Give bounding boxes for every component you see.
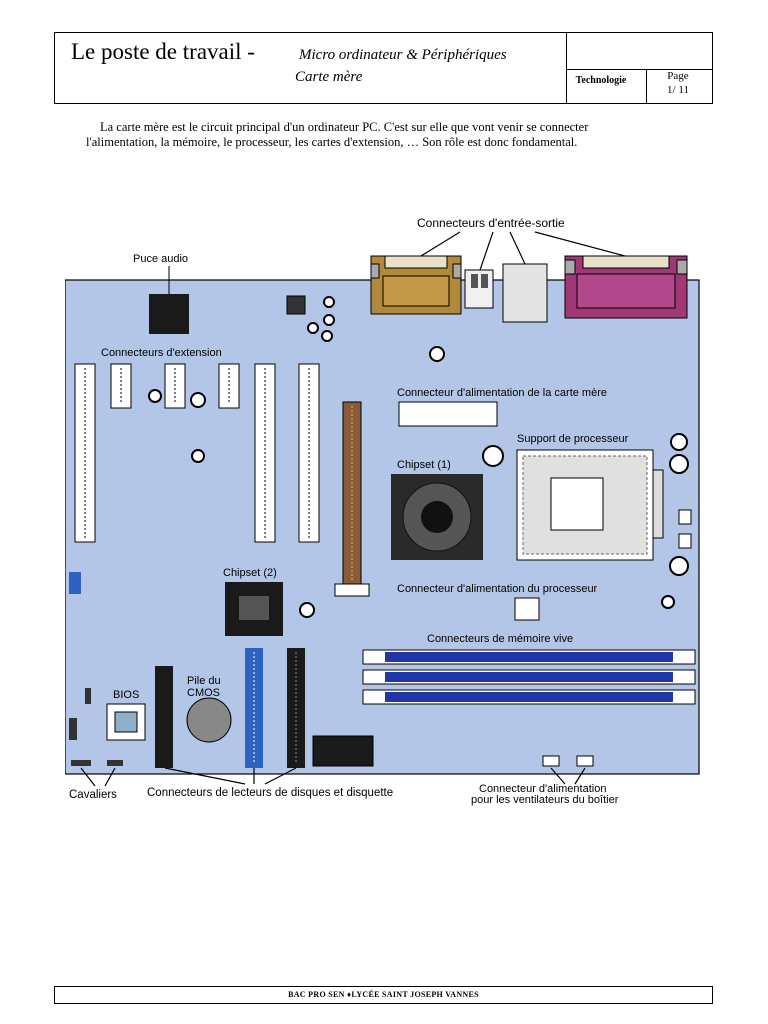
page-label: Page <box>667 70 689 82</box>
agp-slot-latch <box>334 583 370 597</box>
document-title: Le poste de travail - <box>71 39 255 64</box>
fan-header <box>678 533 692 549</box>
motherboard-diagram: Connecteurs d'entrée-sortie Puce audio C… <box>65 216 700 806</box>
drive-connectors-label: Connecteurs de lecteurs de disques et di… <box>147 787 393 799</box>
case-fan-header <box>576 755 594 767</box>
chipset2-label: Chipset (2) <box>223 567 277 579</box>
agp-slot <box>342 401 362 585</box>
footer: BAC PRO SEN ♦LYCÉE SAINT JOSEPH VANNES <box>54 986 713 1004</box>
cmos-label-2: CMOS <box>187 687 220 699</box>
io-connectors-label: Connecteurs d'entrée-sortie <box>417 216 565 230</box>
audio-chip-label: Puce audio <box>133 253 188 265</box>
parallel-port <box>564 255 688 319</box>
usb-port <box>464 269 494 309</box>
board-power-connector <box>398 401 498 427</box>
chipset1-label: Chipset (1) <box>397 459 451 471</box>
chipset2-die <box>239 596 269 620</box>
audio-chip <box>149 294 189 334</box>
io-leader-lines <box>420 231 626 271</box>
jumper <box>69 718 77 740</box>
jumper <box>71 760 91 766</box>
fan-header <box>678 509 692 525</box>
serial-port <box>370 255 462 315</box>
header-divider <box>566 33 567 103</box>
header-divider <box>567 69 712 70</box>
bios-label: BIOS <box>113 689 139 701</box>
case-fan-header <box>542 755 560 767</box>
cmos-label-1: Pile du <box>187 675 221 687</box>
document-subtitle: Micro ordinateur & Périphériques <box>299 47 507 63</box>
cpu-socket-label: Support de processeur <box>517 433 629 445</box>
intro-paragraph: La carte mère est le circuit principal d… <box>86 120 686 150</box>
drive-connectors <box>155 648 374 768</box>
memory-slots <box>362 649 696 705</box>
cpu-socket-center <box>550 477 604 531</box>
network-port <box>502 263 548 323</box>
page-number: 1/ 11 <box>667 84 689 96</box>
header-box: Le poste de travail - Micro ordinateur &… <box>54 32 713 104</box>
intro-line: La carte mère est le circuit principal d… <box>100 120 589 134</box>
subject-label: Technologie <box>575 75 627 86</box>
slot-pins <box>84 368 310 538</box>
case-fan-label-1: Connecteur d'alimentation <box>479 783 606 795</box>
page-indicator: Page 1/ 11 <box>653 69 703 97</box>
header-divider <box>646 69 647 103</box>
mounting-holes <box>148 296 689 618</box>
cmos-battery <box>186 697 232 743</box>
document-topic: Carte mère <box>295 69 363 85</box>
jumper <box>107 760 123 766</box>
intro-line: l'alimentation, la mémoire, le processeu… <box>86 135 578 149</box>
small-chip <box>286 295 306 315</box>
jumpers-label: Cavaliers <box>69 789 117 801</box>
cpu-power-connector <box>514 597 540 621</box>
memory-slots-label: Connecteurs de mémoire vive <box>427 633 573 645</box>
jumper <box>85 688 91 704</box>
expansion-slots-label: Connecteurs d'extension <box>101 347 222 359</box>
usb-header <box>69 572 81 594</box>
cpu-socket-lever <box>652 469 664 539</box>
bios-chip-core <box>114 711 138 733</box>
cpu-power-label: Connecteur d'alimentation du processeur <box>397 583 598 595</box>
fan-hub <box>421 501 453 533</box>
board-power-label: Connecteur d'alimentation de la carte mè… <box>397 387 607 399</box>
case-fan-label-2: pour les ventilateurs du boîtier <box>471 794 619 806</box>
bottom-leader-lines <box>80 767 586 787</box>
